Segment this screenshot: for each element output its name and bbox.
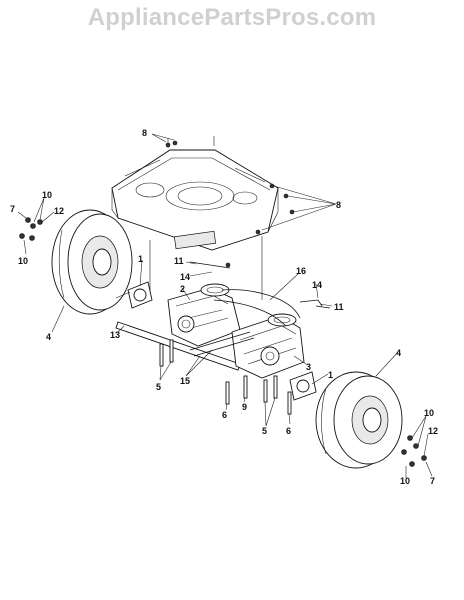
axle-rod — [115, 321, 241, 371]
left-wheel-hardware — [19, 217, 43, 241]
callout-4: 4 — [396, 348, 401, 358]
callout-10: 10 — [400, 476, 410, 486]
mounting-bolts — [159, 339, 292, 415]
callout-5: 5 — [262, 426, 267, 436]
callout-5: 5 — [156, 382, 161, 392]
mower-frame — [111, 136, 295, 300]
callout-3: 3 — [306, 362, 311, 372]
callout-2: 2 — [180, 284, 185, 294]
callout-8: 8 — [142, 128, 147, 138]
left-tire — [51, 209, 133, 315]
right-wheel-hub — [289, 371, 317, 401]
callout-13: 13 — [110, 330, 120, 340]
transaxle-left — [167, 283, 241, 347]
callout-14: 14 — [312, 280, 322, 290]
callout-labels: 8 8 10 7 12 10 11 14 1 16 2 14 11 4 13 4… — [10, 128, 438, 486]
callout-12: 12 — [428, 426, 438, 436]
callout-6: 6 — [222, 410, 227, 420]
right-wheel-hardware — [401, 435, 427, 467]
callout-15: 15 — [180, 376, 190, 386]
callout-6: 6 — [286, 426, 291, 436]
callout-1: 1 — [328, 370, 333, 380]
callout-10: 10 — [18, 256, 28, 266]
callout-1: 1 — [138, 254, 143, 264]
left-wheel-hub — [115, 281, 153, 309]
callout-12: 12 — [54, 206, 64, 216]
callout-9: 9 — [242, 402, 247, 412]
transaxle-right — [231, 313, 305, 379]
watermark: AppliancePartsPros.com — [87, 4, 377, 31]
callout-14: 14 — [180, 272, 190, 282]
callout-7: 7 — [10, 204, 15, 214]
control-rods — [189, 331, 255, 357]
callout-10: 10 — [42, 190, 52, 200]
right-tire — [315, 371, 403, 469]
callout-8: 8 — [336, 200, 341, 210]
drive-belt — [213, 289, 301, 327]
callout-11: 11 — [174, 256, 184, 266]
callout-7: 7 — [430, 476, 435, 486]
callout-16: 16 — [296, 266, 306, 276]
leader-lines — [17, 133, 433, 478]
callout-4: 4 — [46, 332, 51, 342]
callout-11: 11 — [334, 302, 344, 312]
callout-10: 10 — [424, 408, 434, 418]
